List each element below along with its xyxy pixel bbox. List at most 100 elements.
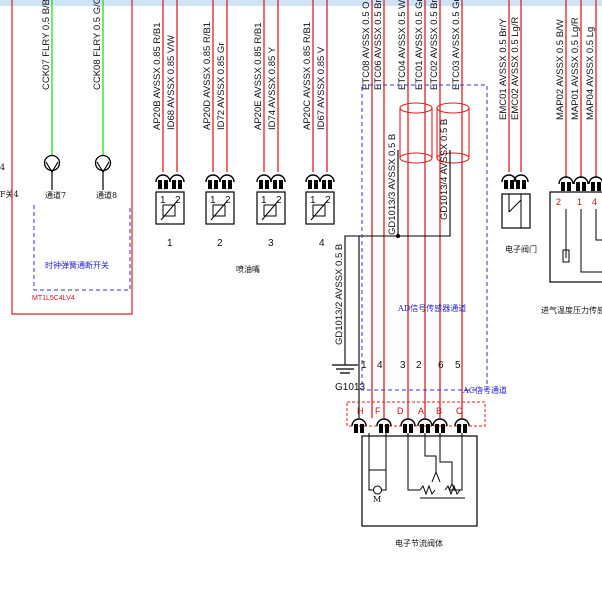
connector-letter-c: C bbox=[456, 406, 463, 416]
map-plug-icon-b bbox=[573, 176, 589, 192]
throttle-body-box bbox=[361, 435, 478, 527]
throttle-pin-6: 6 bbox=[438, 360, 444, 371]
ac-channel-label: AC信号通道 bbox=[462, 385, 507, 395]
throttle-label-etc02: ETC02 AVSSX 0.5 Br bbox=[429, 0, 440, 90]
injector-group: AP20B AVSSX 0.85 R/B1 ID68 AVSSX 0.85 V/… bbox=[152, 0, 335, 274]
valve-coil-icon bbox=[501, 193, 531, 229]
throttle-potentiometer-icon bbox=[407, 433, 465, 499]
map-pin-4: 4 bbox=[592, 197, 597, 207]
map-label-map02: MAP02 AVSSX 0.5 B/W bbox=[555, 19, 566, 120]
injector-2-pin2: 2 bbox=[225, 195, 231, 206]
connector-letter-f: F bbox=[375, 406, 381, 416]
ground-label: G1013 bbox=[335, 382, 365, 393]
ground-junction-dot bbox=[396, 234, 400, 238]
throttle-plug-d-icon bbox=[400, 418, 416, 434]
connector-letter-a: A bbox=[418, 406, 424, 416]
light-8-icon bbox=[94, 154, 112, 190]
injector-2-pin1: 1 bbox=[210, 195, 216, 206]
red-boundary bbox=[11, 0, 133, 315]
throttle-motor-icon bbox=[368, 433, 387, 495]
connector-letter-h: H bbox=[357, 406, 364, 416]
light-group-label: 时钟弹簧通断开关 bbox=[45, 260, 109, 270]
throttle-motor-label: M bbox=[373, 495, 381, 504]
ground-label-gd3: GD1013/3 AVSSX 0.5 B bbox=[387, 134, 398, 235]
injector-3-body bbox=[256, 191, 286, 225]
injector-2-body bbox=[205, 191, 235, 225]
injector-4-pin1: 1 bbox=[310, 195, 316, 206]
injector-4-label-b: ID67 AVSSX 0.85 V bbox=[316, 46, 327, 130]
wire-label-ck08: CCK08 FLRY 0.5 G/Gr bbox=[92, 0, 103, 90]
map-sensor-circuit-icon bbox=[562, 209, 602, 273]
map-label-map01: MAP01 AVSSX 0.5 Lg/R bbox=[570, 17, 581, 120]
injector-2-plug-icon bbox=[205, 174, 221, 190]
injector-1-number: 1 bbox=[167, 238, 173, 249]
throttle-pin-1: 1 bbox=[361, 360, 367, 371]
injector-3-pin2: 2 bbox=[276, 195, 282, 206]
light-7-icon bbox=[43, 154, 61, 190]
light-7-label: 通道7 bbox=[45, 190, 66, 200]
injector-2-number: 2 bbox=[217, 238, 223, 249]
throttle-pin-2: 2 bbox=[416, 360, 422, 371]
injector-1-body bbox=[155, 191, 185, 225]
map-plug-icon-a bbox=[558, 176, 574, 192]
map-label-map04: MAP04 AVSSX 0.5 Lg bbox=[585, 27, 596, 120]
map-pin-2: 2 bbox=[556, 197, 561, 207]
injector-4-pin2: 2 bbox=[325, 195, 331, 206]
injector-2-label-a: AP20D AVSSX 0.85 R/B1 bbox=[202, 22, 213, 130]
injector-3-plug-icon-b bbox=[270, 174, 286, 190]
throttle-label-etc06: ETC06 AVSSX 0.5 Br/B bbox=[373, 0, 384, 90]
red-boundary-label: MT1L5C4LV4 bbox=[32, 295, 75, 302]
throttle-label-etc01: ETC01 AVSSX 0.5 Gr/B bbox=[414, 0, 425, 90]
light-group: CCK07 FLRY 0.5 B/B CCK08 FLRY 0.5 G/Gr 通… bbox=[11, 0, 133, 315]
shield-cylinder-right bbox=[436, 102, 470, 164]
injector-group-title: 喷油嘴 bbox=[236, 264, 260, 274]
connector-letter-d: D bbox=[397, 406, 404, 416]
injector-3-plug-icon bbox=[256, 174, 272, 190]
throttle-label-etc04: ETC04 AVSSX 0.5 W/E bbox=[397, 0, 408, 90]
ad-channel-label: AD信号传感器通道 bbox=[397, 303, 466, 313]
light-8-label: 通道8 bbox=[96, 190, 117, 200]
injector-1-pin1: 1 bbox=[160, 195, 166, 206]
valve-label-emc02: EMC02 AVSSX 0.5 Lg/R bbox=[510, 17, 521, 120]
light-group-box bbox=[33, 205, 131, 291]
top-band bbox=[0, 0, 602, 6]
injector-1-plug-icon bbox=[155, 174, 171, 190]
ground-label-gd4: GD1013/4 AVSSX 0.5 B bbox=[439, 119, 450, 220]
ecu-section-box bbox=[361, 84, 488, 391]
injector-2-label-b: ID72 AVSSX 0.85 Gr bbox=[216, 43, 227, 130]
injector-4-plug-icon bbox=[305, 174, 321, 190]
throttle-label-etc08: ETC08 AVSSX 0.5 O bbox=[361, 1, 372, 90]
left-fragment-b: F关4 bbox=[0, 189, 19, 199]
connector-letter-b: B bbox=[436, 406, 442, 416]
injector-4-number: 4 bbox=[319, 238, 325, 249]
ground-wire-join bbox=[344, 222, 451, 365]
throttle-body-title: 电子节流阀体 bbox=[395, 538, 443, 548]
injector-4-body bbox=[305, 191, 335, 225]
valve-label-emc01: EMC01 AVSSX 0.5 Br/Y bbox=[498, 18, 509, 120]
ground-symbol-icon bbox=[332, 364, 358, 374]
ground-label-gd2: GD1013/2 AVSSX 0.5 B bbox=[334, 244, 345, 345]
injector-3-label-a: AP20E AVSSX 0.85 R/B1 bbox=[253, 22, 264, 130]
injector-4-plug-icon-b bbox=[319, 174, 335, 190]
map-plug-icon-c bbox=[588, 176, 602, 192]
map-sensor-title: 进气温度压力传感器 bbox=[541, 305, 602, 315]
valve-plug-icon-b bbox=[513, 174, 529, 190]
throttle-pin-3: 3 bbox=[400, 360, 406, 371]
injector-3-label-b: ID74 AVSSX 0.85 Y bbox=[267, 46, 278, 130]
injector-1-label-b: ID68 AVSSX 0.85 V/W bbox=[166, 35, 177, 130]
injector-1-plug-icon-b bbox=[169, 174, 185, 190]
throttle-pin-4: 4 bbox=[377, 360, 383, 371]
injector-1-pin2: 2 bbox=[175, 195, 181, 206]
injector-3-number: 3 bbox=[268, 238, 274, 249]
wire-label-ck07: CCK07 FLRY 0.5 B/B bbox=[41, 0, 52, 90]
throttle-label-etc03: ETC03 AVSSX 0.5 Gr bbox=[451, 0, 462, 90]
valve-title: 电子阀门 bbox=[505, 244, 537, 254]
map-pin-1: 1 bbox=[577, 197, 582, 207]
valve-group: EMC01 AVSSX 0.5 Br/Y EMC02 AVSSX 0.5 Lg/… bbox=[498, 0, 537, 254]
throttle-connector-box bbox=[346, 401, 486, 427]
injector-3-pin1: 1 bbox=[261, 195, 267, 206]
throttle-group: ETC08 AVSSX 0.5 O ETC06 AVSSX 0.5 Br/B E… bbox=[332, 0, 507, 548]
throttle-pin-5: 5 bbox=[455, 360, 461, 371]
map-sensor-group: MAP02 AVSSX 0.5 B/W MAP01 AVSSX 0.5 Lg/R… bbox=[541, 0, 602, 315]
